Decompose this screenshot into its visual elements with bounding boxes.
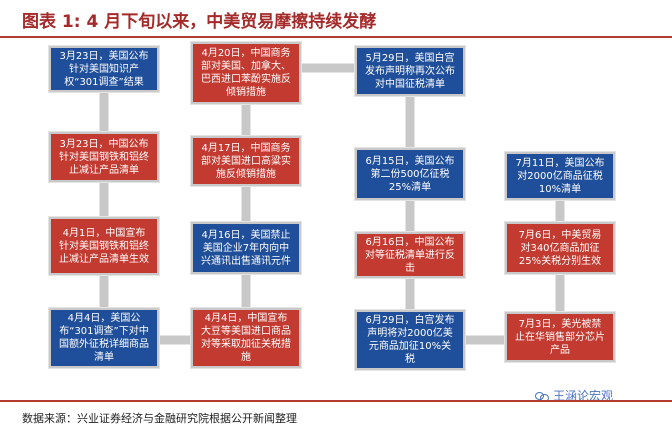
event-text: 3月23日，美国公布针对美国知识产权“301调查”结果 bbox=[59, 50, 149, 88]
event-box: 5月29日，美国白宫发布声明称再次公布对中国征税清单 bbox=[355, 46, 465, 96]
event-box: 4月4日，中国宣布大豆等美国进口商品对等采取加征关税措施 bbox=[191, 308, 301, 368]
timeline-diagram: 3月23日，美国公布针对美国知识产权“301调查”结果 3月23日，中国公布针对… bbox=[0, 40, 672, 400]
event-text: 3月23日，中国公布针对美国钢铁和铝终止减让产品清单 bbox=[59, 138, 149, 176]
event-text: 4月4日，中国宣布大豆等美国进口商品对等采取加征关税措施 bbox=[201, 313, 291, 363]
event-text: 4月17日，中国商务部对美国进口高粱实施反倾销措施 bbox=[201, 142, 291, 180]
page-title: 图表 1: 4 月下旬以来，中美贸易摩擦持续发酵 bbox=[22, 12, 377, 32]
footer: 数据来源：兴业证券经济与金融研究院根据公开新闻整理 bbox=[0, 400, 672, 434]
event-box: 7月11日，美国公布对2000亿商品征税10%清单 bbox=[505, 152, 615, 200]
event-text: 6月29日，白宫发布声明将对2000亿美元商品加征10%关税 bbox=[365, 315, 455, 365]
event-text: 7月3日，美光被禁止在华销售部分芯片产品 bbox=[515, 318, 605, 356]
event-box: 6月16日，中国公布对等征税清单进行反击 bbox=[355, 232, 465, 278]
event-text: 7月6日，中美贸易对340亿商品加征25%关税分别生效 bbox=[518, 229, 602, 267]
event-box: 3月23日，中国公布针对美国钢铁和铝终止减让产品清单 bbox=[49, 132, 159, 182]
data-source-note: 数据来源：兴业证券经济与金融研究院根据公开新闻整理 bbox=[22, 412, 297, 425]
event-box: 4月1日，中国宣布针对美国钢铁和铝终止减让产品清单生效 bbox=[49, 217, 159, 275]
event-box: 4月4日，美国公布“301调查”下对中国额外征税详细商品清单 bbox=[49, 308, 159, 368]
event-text: 4月1日，中国宣布针对美国钢铁和铝终止减让产品清单生效 bbox=[59, 227, 149, 265]
event-box: 6月29日，白宫发布声明将对2000亿美元商品加征10%关税 bbox=[355, 310, 465, 370]
event-text: 5月29日，美国白宫发布声明称再次公布对中国征税清单 bbox=[365, 52, 455, 90]
event-box: 7月3日，美光被禁止在华销售部分芯片产品 bbox=[505, 312, 615, 362]
event-box: 6月15日，美国公布第二份500亿征税25%清单 bbox=[355, 148, 465, 200]
event-box: 7月6日，中美贸易对340亿商品加征25%关税分别生效 bbox=[505, 222, 615, 274]
event-text: 4月16日，美国禁止美国企业7年内向中兴通讯出售通讯元件 bbox=[201, 229, 291, 267]
event-box: 4月20日，中国商务部对美国、加拿大、巴西进口苯酚实施反倾销措施 bbox=[191, 42, 301, 104]
event-text: 6月16日，中国公布对等征税清单进行反击 bbox=[365, 236, 455, 274]
event-text: 4月4日，美国公布“301调查”下对中国额外征税详细商品清单 bbox=[59, 313, 149, 363]
event-box: 3月23日，美国公布针对美国知识产权“301调查”结果 bbox=[49, 46, 159, 92]
event-text: 4月20日，中国商务部对美国、加拿大、巴西进口苯酚实施反倾销措施 bbox=[201, 48, 291, 98]
title-bar: 图表 1: 4 月下旬以来，中美贸易摩擦持续发酵 bbox=[0, 0, 672, 38]
event-box: 4月16日，美国禁止美国企业7年内向中兴通讯出售通讯元件 bbox=[191, 222, 301, 274]
event-text: 7月11日，美国公布对2000亿商品征税10%清单 bbox=[515, 157, 605, 195]
event-text: 6月15日，美国公布第二份500亿征税25%清单 bbox=[365, 155, 455, 193]
watermark-text: 王涵论宏观 bbox=[553, 389, 614, 403]
event-box: 4月17日，中国商务部对美国进口高粱实施反倾销措施 bbox=[191, 136, 301, 186]
